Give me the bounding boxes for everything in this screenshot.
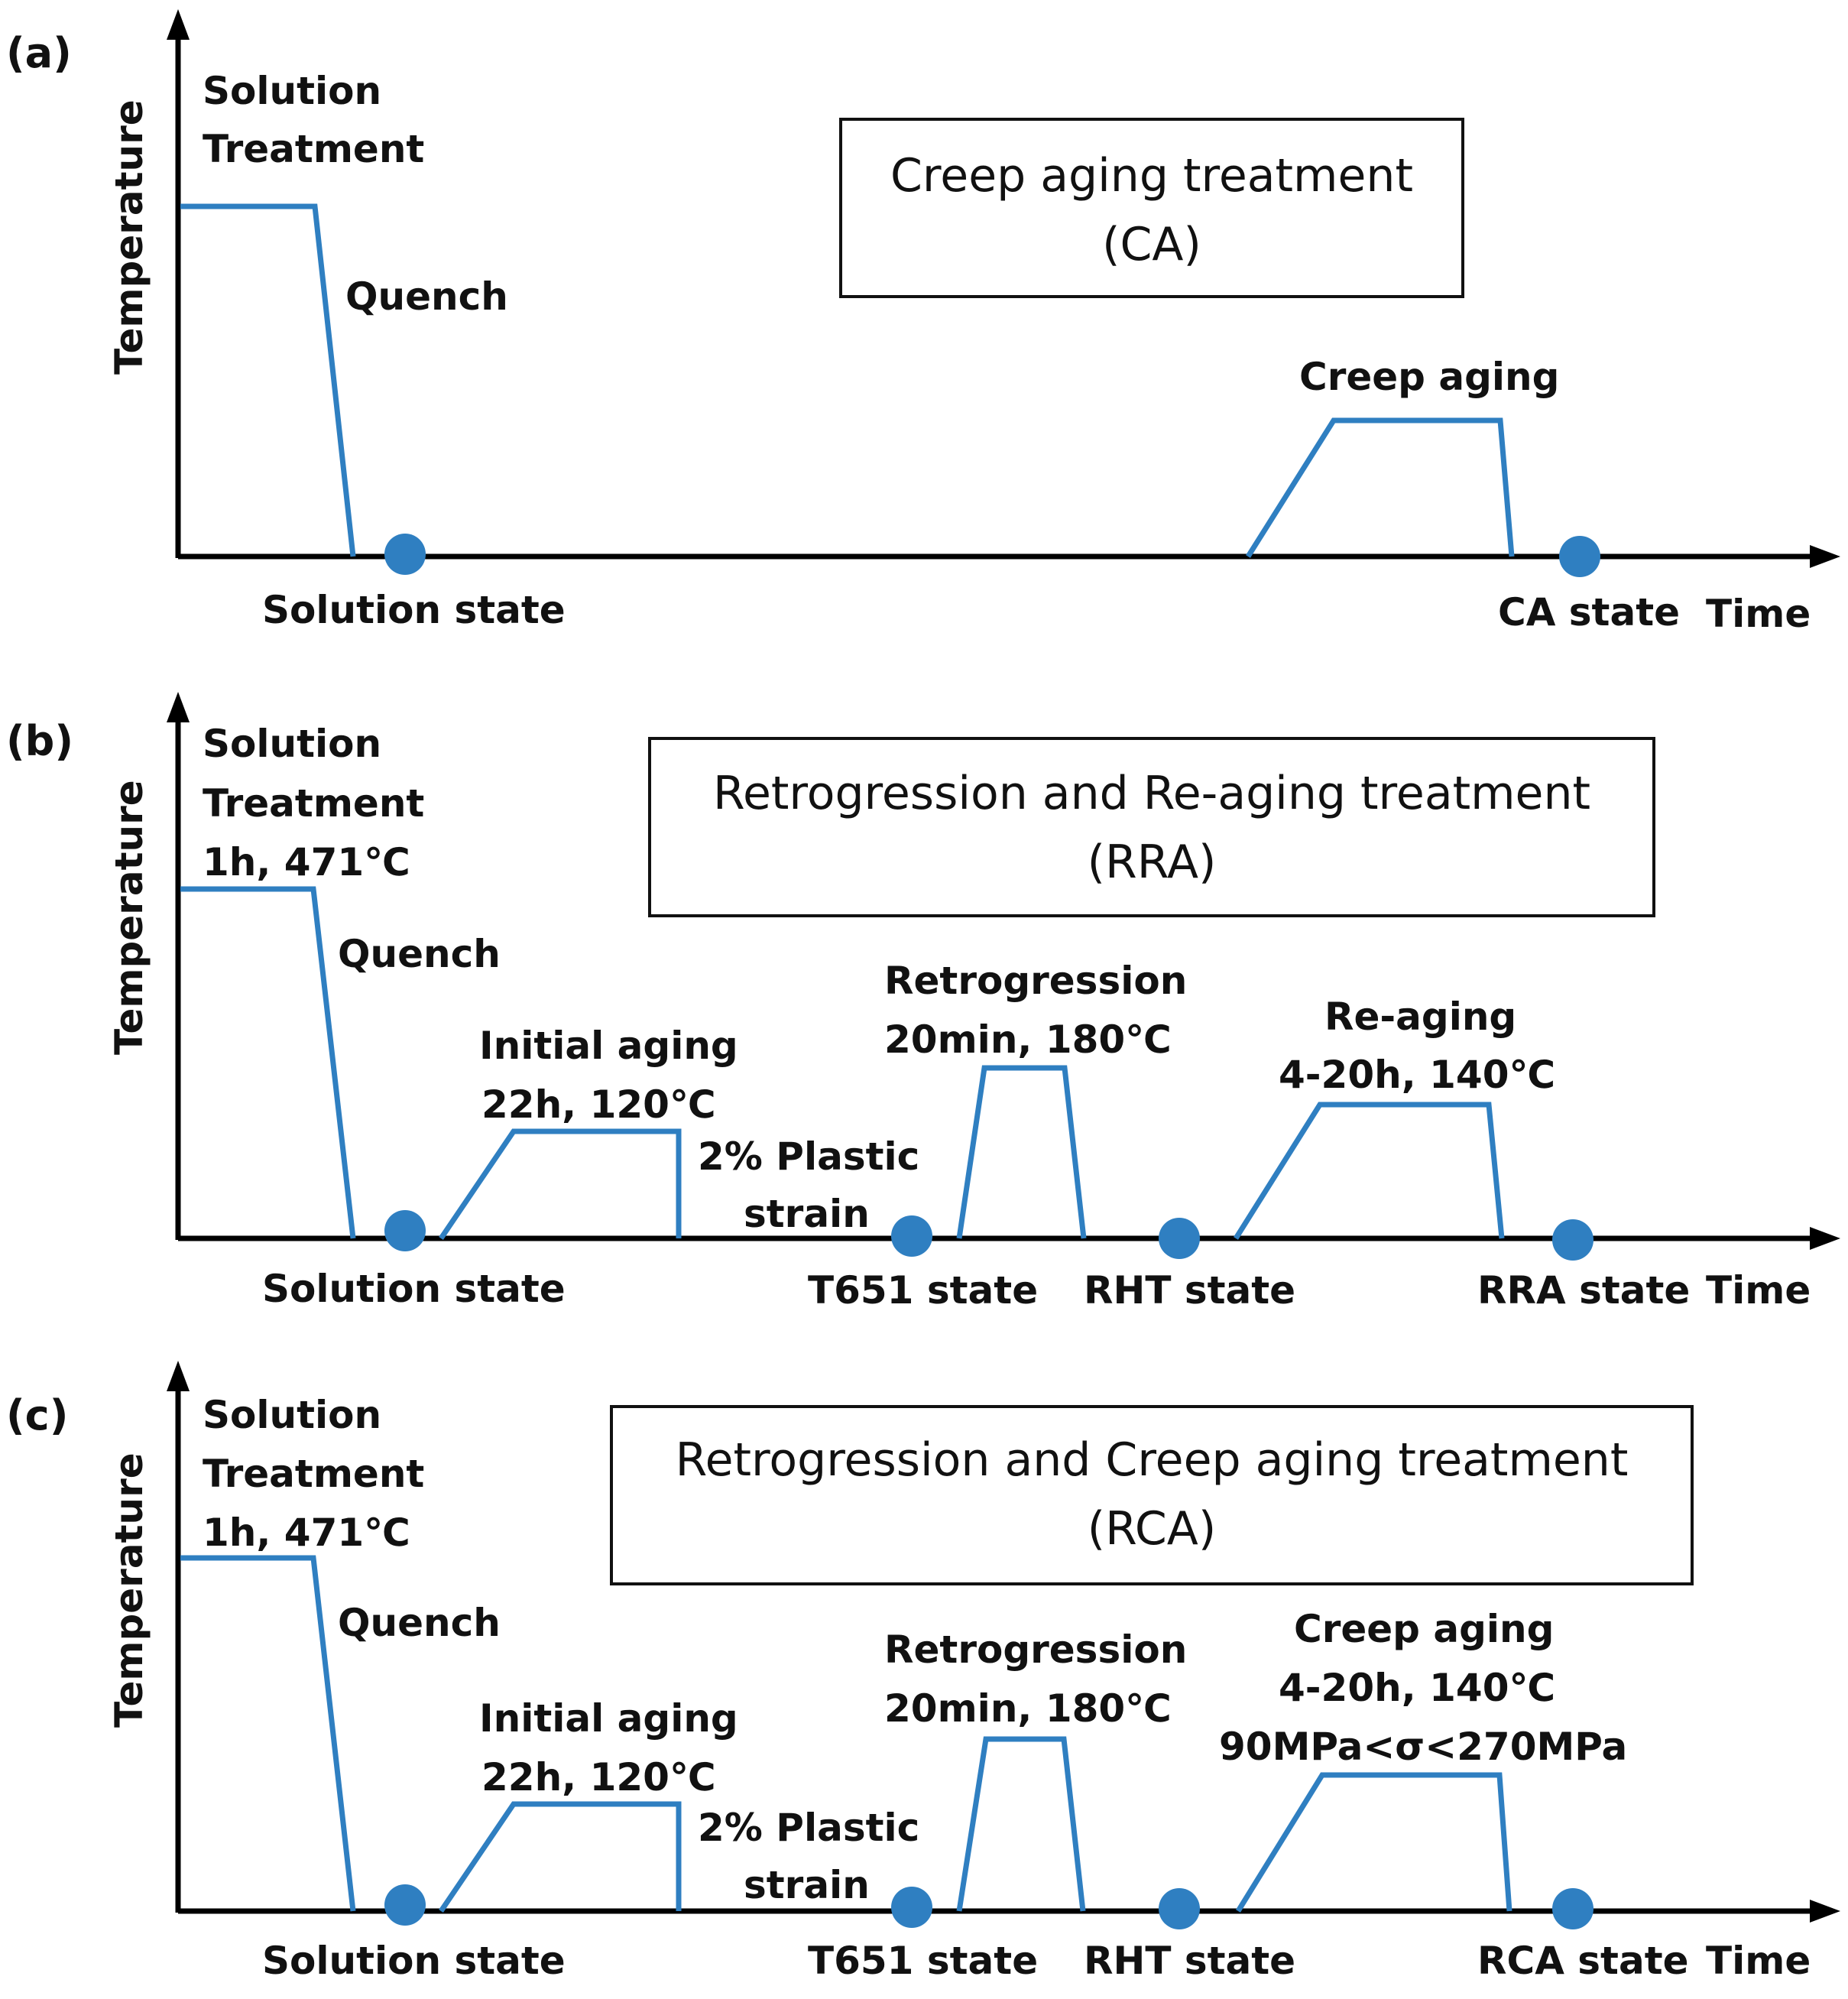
panel-b-title-box — [648, 737, 1655, 917]
panel-b-solution-label-3: 1h, 471℃ — [203, 840, 410, 884]
panel-a-quench-label: Quench — [345, 274, 508, 319]
panel-b-t651-state-label: T651 state — [808, 1268, 1038, 1313]
panel-b-solution-state-label: Solution state — [262, 1267, 566, 1311]
panel-b-plastic-label-1: 2% Plastic — [698, 1134, 919, 1179]
panel-c-solution-state-dot — [384, 1884, 426, 1926]
panel-c-plastic-label-1: 2% Plastic — [698, 1806, 919, 1850]
panel-b-rht-state-label: RHT state — [1084, 1268, 1295, 1313]
panel-a-y-arrow — [167, 9, 190, 40]
panel-b-y-arrow — [167, 692, 190, 722]
panel-c: (c) Temperature Time Retrogression and C… — [6, 1361, 1840, 1983]
panel-b-re-aging-label-1: Re-aging — [1324, 995, 1516, 1039]
panel-c-x-label: Time — [1706, 1939, 1811, 1983]
panel-b: (b) Temperature Time Retrogression and R… — [6, 692, 1840, 1313]
panel-c-initial-aging-curve — [439, 1801, 682, 1913]
panel-a-creep-aging-label: Creep aging — [1299, 355, 1559, 399]
panel-c-initial-aging-label-2: 22h, 120℃ — [481, 1755, 716, 1799]
panel-a-title-line1: Creep aging treatment — [890, 149, 1413, 203]
panel-c-solution-label-1: Solution — [203, 1393, 381, 1437]
panel-a-creep-aging-curve — [1246, 417, 1515, 558]
panel-c-solution-curve — [180, 1555, 356, 1912]
panel-b-solution-label-1: Solution — [203, 722, 381, 766]
panel-b-retrogression-label-2: 20min, 180℃ — [884, 1017, 1172, 1062]
panel-c-creep-aging-label-1: Creep aging — [1294, 1607, 1554, 1651]
panel-b-solution-curve — [180, 886, 356, 1239]
panel-c-id: (c) — [6, 1391, 68, 1439]
panel-c-rca-state-label: RCA state — [1477, 1939, 1689, 1983]
panel-c-quench-label: Quench — [338, 1601, 501, 1645]
panel-c-y-label: Temperature — [107, 1452, 151, 1728]
panel-c-solution-state-label: Solution state — [262, 1939, 566, 1983]
panel-b-rht-state-dot — [1159, 1218, 1200, 1259]
panel-b-x-arrow — [1810, 1227, 1840, 1250]
panel-c-x-arrow — [1810, 1900, 1840, 1923]
panel-b-initial-aging-label-2: 22h, 120℃ — [481, 1082, 716, 1127]
panel-c-y-arrow — [167, 1361, 190, 1391]
panel-c-creep-aging-label-2: 4-20h, 140℃ — [1279, 1666, 1555, 1710]
panel-c-creep-aging-label-3: 90MPa<σ<270MPa — [1219, 1725, 1627, 1769]
panel-a-solution-curve — [180, 203, 356, 557]
panel-c-t651-state-dot — [891, 1887, 932, 1928]
panel-c-t651-state-label: T651 state — [808, 1939, 1038, 1983]
panel-a-x-arrow — [1810, 545, 1840, 568]
panel-c-rht-state-dot — [1159, 1888, 1200, 1929]
panel-b-id: (b) — [6, 717, 73, 765]
panel-b-quench-label: Quench — [338, 932, 501, 976]
panel-b-re-aging-curve — [1234, 1102, 1505, 1240]
panel-a-title-box — [839, 118, 1464, 298]
panel-a-solution-label-1: Solution — [203, 69, 381, 113]
panel-c-rca-state-dot — [1552, 1888, 1593, 1929]
panel-a-solution-state-label: Solution state — [262, 588, 566, 632]
panel-b-title-line1: Retrogression and Re-aging treatment — [713, 767, 1590, 820]
panel-c-solution-label-2: Treatment — [203, 1452, 424, 1496]
panel-a-x-label: Time — [1706, 592, 1811, 636]
panel-c-retrogression-label-1: Retrogression — [884, 1627, 1187, 1672]
panel-a: (a) Temperature Time Creep aging treatme… — [6, 9, 1840, 636]
panel-c-creep-aging-curve — [1236, 1772, 1512, 1913]
panel-b-initial-aging-label-1: Initial aging — [479, 1024, 738, 1068]
panel-b-y-label: Temperature — [107, 780, 151, 1055]
panel-a-ca-state-dot — [1559, 536, 1600, 577]
panel-b-t651-state-dot — [891, 1215, 932, 1257]
panel-a-title-line2: (CA) — [1102, 218, 1201, 271]
panel-c-retrogression-curve — [956, 1736, 1086, 1912]
panel-a-solution-state-dot — [384, 534, 426, 575]
panel-b-retrogression-curve — [956, 1065, 1087, 1239]
panel-c-title-box — [610, 1405, 1694, 1585]
panel-a-ca-state-label: CA state — [1498, 590, 1680, 634]
panel-c-solution-label-3: 1h, 471℃ — [203, 1511, 410, 1555]
panel-c-rht-state-label: RHT state — [1084, 1939, 1295, 1983]
panel-c-title-line1: Retrogression and Creep aging treatment — [676, 1433, 1629, 1487]
panel-b-plastic-label-2: strain — [744, 1192, 870, 1236]
panel-a-solution-label-2: Treatment — [203, 127, 424, 171]
panel-b-rra-state-dot — [1552, 1219, 1593, 1261]
panel-b-title-line2: (RRA) — [1088, 836, 1217, 889]
panel-a-y-label: Temperature — [107, 99, 151, 375]
panel-b-solution-label-2: Treatment — [203, 781, 424, 826]
panel-c-retrogression-label-2: 20min, 180℃ — [884, 1686, 1172, 1731]
panel-c-plastic-label-2: strain — [744, 1863, 870, 1907]
panel-b-re-aging-label-2: 4-20h, 140℃ — [1279, 1053, 1555, 1097]
panel-a-id: (a) — [6, 29, 72, 77]
panel-b-rra-state-label: RRA state — [1477, 1268, 1690, 1313]
panel-c-initial-aging-label-1: Initial aging — [479, 1696, 738, 1741]
panel-b-x-label: Time — [1706, 1268, 1811, 1313]
panel-b-initial-aging-curve — [439, 1128, 682, 1240]
panel-b-solution-state-dot — [384, 1210, 426, 1251]
panel-b-retrogression-label-1: Retrogression — [884, 959, 1187, 1003]
panel-c-title-line2: (RCA) — [1088, 1502, 1216, 1556]
